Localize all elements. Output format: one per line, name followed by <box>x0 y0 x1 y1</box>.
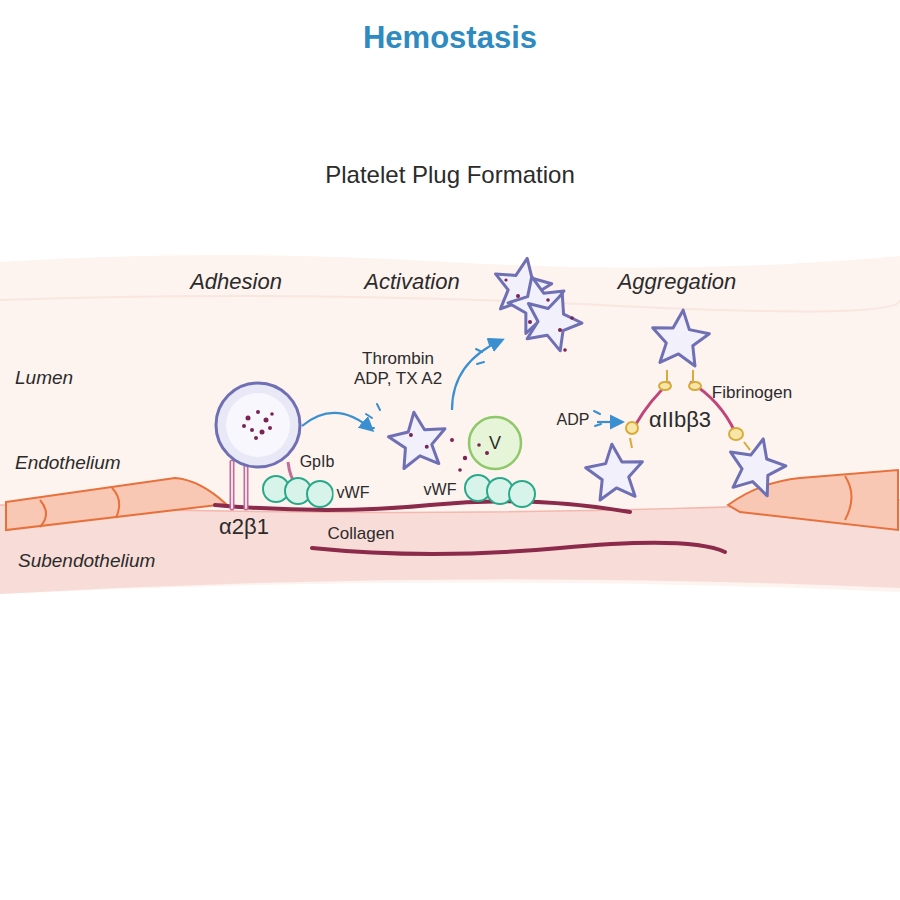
activated-platelet <box>386 408 450 470</box>
adhesion-platelet <box>232 462 246 508</box>
protein-name: vWF <box>334 483 373 502</box>
receptor-name: αIIbβ3 <box>649 407 711 433</box>
process-arrows <box>597 421 622 423</box>
agonist-list: Thrombin ADP, TX A2 <box>346 349 450 390</box>
granule-dot <box>485 451 489 455</box>
integrin-receptors <box>729 428 743 440</box>
process-arrows <box>302 340 622 430</box>
stage-heading: Adhesion <box>190 269 282 295</box>
adhesion-platelet <box>242 424 246 428</box>
endothelial-cells <box>845 476 852 520</box>
process-arrows <box>302 413 372 430</box>
integrin-receptors <box>626 370 750 450</box>
adhesion-platelet <box>268 426 272 430</box>
platelet-cluster <box>516 294 520 298</box>
layer-name: Lumen <box>15 367 73 390</box>
protein-name: Collagen <box>324 524 397 544</box>
subtitle: Platelet Plug Formation <box>325 161 574 190</box>
endothelial-cells <box>112 488 119 518</box>
endothelial-cells <box>40 500 46 527</box>
integrin-receptors <box>667 370 693 384</box>
platelet-cluster <box>546 298 550 302</box>
receptor-name: α2β1 <box>216 514 272 540</box>
platelet-cluster <box>563 348 567 352</box>
stage-heading: Activation <box>364 269 459 295</box>
vesicle-circle: V <box>467 415 523 471</box>
vwf-beads <box>307 481 333 507</box>
process-arrows <box>452 340 502 410</box>
platelet-cluster <box>558 328 562 332</box>
release-sparks <box>366 404 380 428</box>
collagen-fibers <box>215 501 725 554</box>
activated-platelet <box>409 433 414 438</box>
page-title: Hemostasis <box>363 19 537 56</box>
integrin-receptors <box>626 422 638 434</box>
platelet-cluster <box>517 284 589 355</box>
adhesion-platelet <box>254 436 258 440</box>
aggregating-platelet <box>722 432 790 498</box>
platelet-cluster <box>504 278 573 351</box>
endothelial-cells <box>6 478 226 530</box>
vesicle-outline <box>469 417 521 469</box>
layer-name: Subendothelium <box>15 550 158 573</box>
integrin-receptors <box>744 442 750 450</box>
activated-platelet <box>424 445 429 450</box>
adhesion-platelet <box>270 412 274 416</box>
collagen-fibers <box>312 543 725 554</box>
platelet-cluster <box>570 316 574 320</box>
vessel-wall <box>0 255 900 594</box>
release-granules <box>458 468 462 472</box>
aggregating-platelet <box>584 441 646 501</box>
aggregating-platelet <box>649 307 711 367</box>
stage-heading: Aggregation <box>618 269 737 295</box>
agonist-name: ADP <box>557 410 590 429</box>
adhesion-platelet <box>216 383 300 467</box>
activated-platelet <box>386 408 450 470</box>
aggregating-platelet <box>584 441 646 501</box>
aggregating-platelet <box>649 307 711 367</box>
release-granules <box>463 456 467 460</box>
platelet-cluster <box>490 254 589 355</box>
adhesion-platelet <box>242 410 274 440</box>
release-sparks <box>594 411 601 426</box>
receptor-name: GpIb <box>300 452 335 471</box>
layer-name: Endothelium <box>15 452 121 475</box>
protein-name: vWF <box>421 480 460 499</box>
vessel-wall <box>0 255 900 594</box>
platelet-cluster <box>504 278 507 281</box>
integrin-receptors <box>689 382 701 390</box>
adhesion-platelet <box>264 418 269 423</box>
node-text: V <box>489 433 501 454</box>
integrin-receptors <box>659 382 671 390</box>
adhesion-platelet <box>256 410 260 414</box>
vwf-beads <box>263 475 535 507</box>
adhesion-platelet <box>260 430 265 435</box>
platelet-cluster <box>528 320 532 324</box>
adhesion-platelet <box>250 428 254 432</box>
platelet-cluster <box>517 284 589 355</box>
aggregating-platelet <box>722 432 790 498</box>
integrin-receptors <box>630 438 632 448</box>
vessel-wall <box>0 296 900 311</box>
release-granules <box>450 438 454 442</box>
adhesion-platelet <box>232 462 246 508</box>
vwf-beads <box>509 481 535 507</box>
adhesion-platelet <box>246 416 251 421</box>
granule-dot <box>477 443 481 447</box>
protein-name: Fibrinogen <box>712 383 792 403</box>
adhesion-platelet <box>226 393 290 457</box>
